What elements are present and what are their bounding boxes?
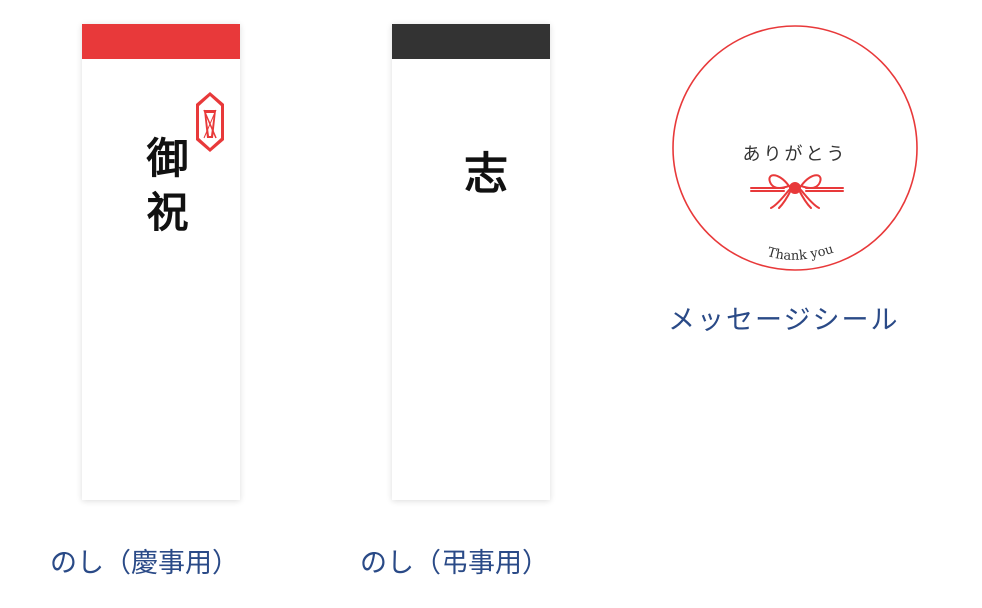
caption-message-seal: メッセージシール bbox=[668, 305, 900, 336]
noshi-condolence-card: 志 bbox=[392, 24, 550, 500]
message-seal: Thank you ありがとう bbox=[671, 24, 919, 272]
caption-celebration: のし（慶事用） bbox=[50, 548, 239, 579]
noshi-celebration-text: 御祝 bbox=[140, 136, 189, 244]
seal-message-text: ありがとう bbox=[742, 144, 848, 165]
noshi-dark-band bbox=[392, 24, 550, 59]
noshi-red-band bbox=[82, 24, 240, 59]
seal-graphic: Thank you bbox=[672, 25, 918, 271]
noshi-emblem-icon bbox=[196, 92, 224, 152]
caption-condolence: のし（弔事用） bbox=[360, 548, 549, 579]
mizuhiki-bow-icon bbox=[750, 174, 844, 209]
noshi-celebration-card: 御祝 bbox=[82, 24, 240, 500]
noshi-condolence-text: 志 bbox=[456, 150, 507, 194]
